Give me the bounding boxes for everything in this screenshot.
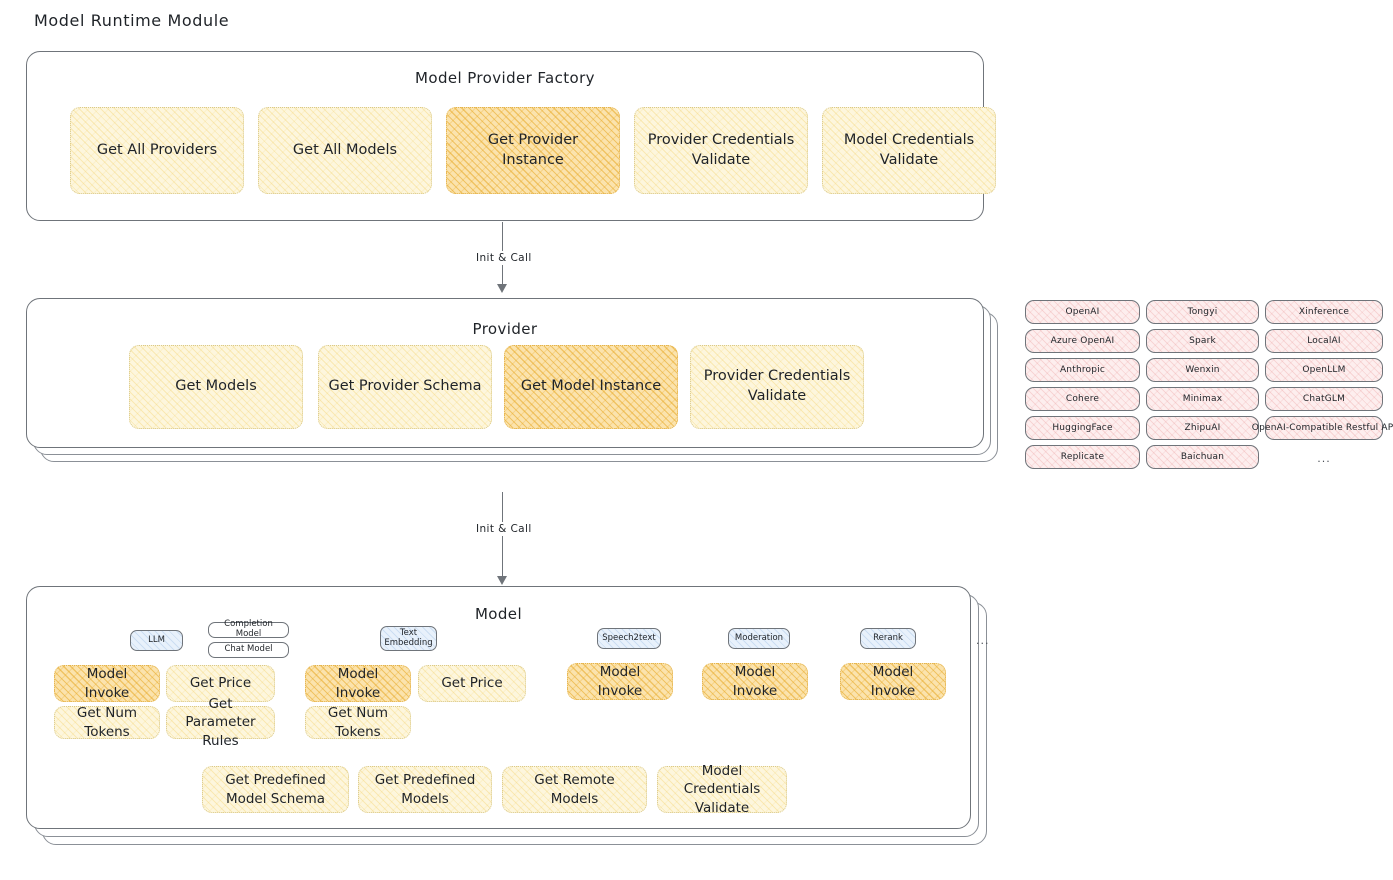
model-card-moderation-model-invoke[interactable]: Model Invoke	[702, 663, 808, 700]
provider-card-get-provider-schema[interactable]: Get Provider Schema	[318, 345, 492, 429]
provider-chip-cohere[interactable]: Cohere	[1025, 387, 1140, 411]
provider-chip-wenxin[interactable]: Wenxin	[1146, 358, 1259, 382]
factory-card-get-provider-instance[interactable]: Get Provider Instance	[446, 107, 620, 194]
provider-card-provider-credentials-validate[interactable]: Provider Credentials Validate	[690, 345, 864, 429]
model-card-speech2text-model-invoke[interactable]: Model Invoke	[567, 663, 673, 700]
model-card-text-embedding-model-invoke[interactable]: Model Invoke	[305, 665, 411, 702]
provider-chip-replicate[interactable]: Replicate	[1025, 445, 1140, 469]
factory-card-provider-credentials-validate[interactable]: Provider Credentials Validate	[634, 107, 808, 194]
provider-chip-chatglm[interactable]: ChatGLM	[1265, 387, 1383, 411]
model-type-badge-moderation[interactable]: Moderation	[728, 628, 790, 649]
model-card-get-predefined-models[interactable]: Get Predefined Models	[358, 766, 492, 813]
factory-title: Model Provider Factory	[415, 69, 595, 87]
model-card-text-embedding-get-num-tokens[interactable]: Get Num Tokens	[305, 705, 411, 740]
model-card-text-embedding-get-price[interactable]: Get Price	[418, 665, 526, 702]
model-type-badge-rerank[interactable]: Rerank	[860, 628, 916, 649]
provider-chip-spark[interactable]: Spark	[1146, 329, 1259, 353]
model-card-rerank-model-invoke[interactable]: Model Invoke	[840, 663, 946, 700]
model-card-llm-get-price[interactable]: Get Price	[166, 665, 275, 702]
provider-card-get-models[interactable]: Get Models	[129, 345, 303, 429]
provider-chip-localai[interactable]: LocalAI	[1265, 329, 1383, 353]
provider-chip-openllm[interactable]: OpenLLM	[1265, 358, 1383, 382]
provider-list: OpenAI Azure OpenAI Anthropic Cohere Hug…	[1025, 300, 1393, 475]
provider-chip-tongyi[interactable]: Tongyi	[1146, 300, 1259, 324]
model-subtype-badge-completion-model[interactable]: Completion Model	[208, 619, 289, 639]
provider-chip-xinference[interactable]: Xinference	[1265, 300, 1383, 324]
provider-chip-zhipuai[interactable]: ZhipuAI	[1146, 416, 1259, 440]
model-type-badge-text-embedding[interactable]: Text Embedding	[380, 626, 437, 651]
provider-card-get-model-instance[interactable]: Get Model Instance	[504, 345, 678, 429]
factory-card-model-credentials-validate[interactable]: Model Credentials Validate	[822, 107, 996, 194]
model-card-get-predefined-model-schema[interactable]: Get Predefined Model Schema	[202, 766, 349, 813]
model-panel	[26, 586, 971, 829]
arrow-provider-to-model-head	[497, 576, 507, 585]
factory-card-get-all-providers[interactable]: Get All Providers	[70, 107, 244, 194]
arrow-factory-to-provider-head	[497, 284, 507, 293]
provider-chip-anthropic[interactable]: Anthropic	[1025, 358, 1140, 382]
arrow-label-init-and-call-2: Init & Call	[472, 522, 536, 536]
model-type-badge-speech2text[interactable]: Speech2text	[597, 628, 661, 649]
provider-list-ellipsis: ...	[1317, 452, 1331, 465]
provider-chip-azure-openai[interactable]: Azure OpenAI	[1025, 329, 1140, 353]
provider-chip-minimax[interactable]: Minimax	[1146, 387, 1259, 411]
model-card-llm-get-parameter-rules[interactable]: Get Parameter Rules	[166, 696, 275, 749]
factory-card-get-all-models[interactable]: Get All Models	[258, 107, 432, 194]
provider-group: Provider Get Models Get Provider Schema …	[26, 298, 998, 462]
model-type-badge-llm[interactable]: LLM	[130, 630, 183, 651]
model-subtype-badge-chat-model[interactable]: Chat Model	[208, 642, 289, 658]
model-card-llm-get-num-tokens[interactable]: Get Num Tokens	[54, 705, 160, 740]
model-card-model-credentials-validate[interactable]: Model Credentials Validate	[657, 763, 787, 816]
model-card-llm-model-invoke[interactable]: Model Invoke	[54, 665, 160, 702]
model-card-get-remote-models[interactable]: Get Remote Models	[502, 766, 647, 813]
provider-chip-openai-compatible-restful-api[interactable]: OpenAI-Compatible Restful API	[1252, 416, 1393, 440]
page-title: Model Runtime Module	[34, 11, 230, 30]
model-title: Model	[474, 605, 523, 623]
model-types-ellipsis: ...	[976, 634, 990, 647]
provider-chip-openai[interactable]: OpenAI	[1025, 300, 1140, 324]
model-group: Model LLM Completion Model Chat Model Mo…	[26, 586, 989, 845]
model-provider-factory-group: Model Provider Factory Get All Providers…	[26, 51, 996, 221]
provider-title: Provider	[472, 320, 538, 338]
arrow-label-init-and-call-1: Init & Call	[472, 251, 536, 265]
provider-chip-baichuan[interactable]: Baichuan	[1146, 445, 1259, 469]
provider-chip-huggingface[interactable]: HuggingFace	[1025, 416, 1140, 440]
